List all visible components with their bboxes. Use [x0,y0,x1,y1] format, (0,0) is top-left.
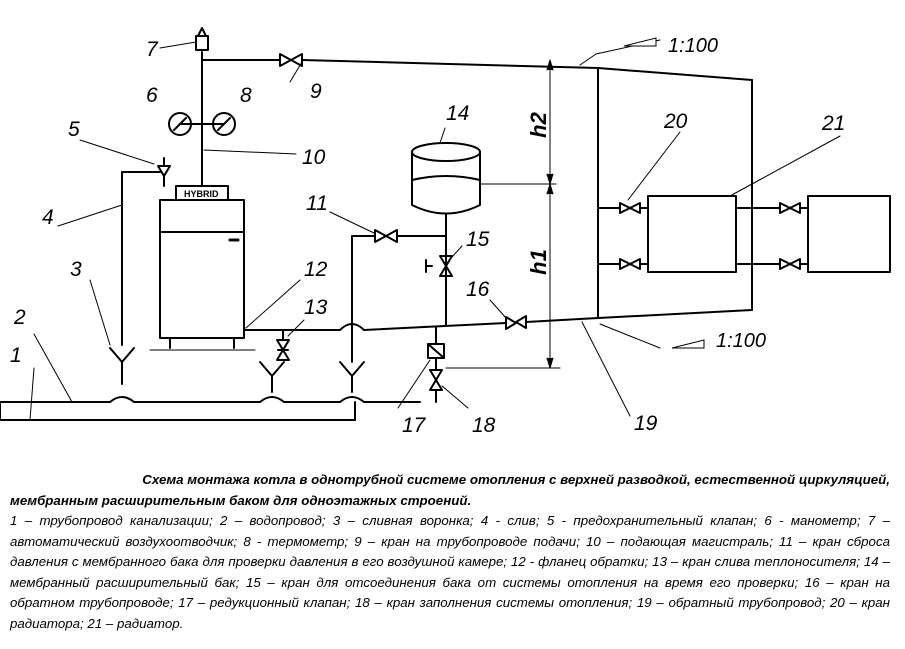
dimension-h1: h1 [526,249,551,275]
label-12: 12 [304,258,328,281]
height-dimensions [445,59,561,369]
label-17: 17 [402,414,427,437]
radiator-valve [619,202,801,270]
drain-pipe [121,171,161,346]
return-pipe [243,309,753,331]
caption-title-line2: мембранным расширительным баком для одно… [10,492,472,508]
label-16: 16 [466,278,490,301]
label-20: 20 [663,110,688,133]
label-5: 5 [68,118,80,141]
sewer-pipe [0,396,421,421]
heating-system-diagram: 1:100 1:100 HYBRID h2 h1 1 2 3 4 5 6 7 8… [0,27,891,437]
label-2: 2 [13,306,26,329]
label-15: 15 [466,228,490,251]
drain-valve [276,329,290,361]
dimension-h2: h2 [526,111,551,137]
radiator-loop [597,67,809,319]
label-4: 4 [42,206,54,229]
label-3: 3 [70,258,82,281]
caption-legend: 1 – трубопровод канализации; 2 – водопро… [10,513,890,631]
return-valve [505,315,527,330]
boiler [149,185,256,351]
label-10: 10 [302,146,326,169]
caption-title-line1: Схема монтажа котла в однотрубной систем… [142,472,890,487]
label-13: 13 [304,296,328,319]
label-9: 9 [310,80,322,103]
tank-valve [425,255,453,277]
expansion-tank [411,142,481,327]
boiler-brand: HYBRID [184,189,219,199]
fill-line [427,326,445,403]
safety-valve [157,157,171,187]
label-18: 18 [472,414,496,437]
label-21: 21 [821,112,845,135]
item-labels: 1 2 3 4 5 6 7 8 9 10 11 12 13 14 15 16 1… [10,38,845,437]
label-11: 11 [306,192,328,215]
slope-mark-bottom: 1:100 [671,330,766,352]
manometer-icon [168,112,192,136]
caption-title: Схема монтажа котла в однотрубной систем… [10,470,890,511]
radiator [647,195,891,273]
drain-funnel [109,347,365,393]
label-19: 19 [634,412,658,435]
label-1: 1 [10,344,22,367]
supply-valve [279,53,303,67]
label-6: 6 [146,84,158,107]
label-8: 8 [240,84,252,107]
slope-mark-top: 1:100 [623,35,718,57]
svg-text:1:100: 1:100 [668,35,718,57]
air-vent [195,27,209,51]
svg-text:1:100: 1:100 [716,330,766,352]
label-14: 14 [446,102,469,125]
leader-lines [29,39,841,421]
thermometer-icon [212,112,236,136]
caption: Схема монтажа котла в однотрубной систем… [10,470,890,634]
label-7: 7 [146,38,159,61]
pressure-relief-line [351,229,447,363]
